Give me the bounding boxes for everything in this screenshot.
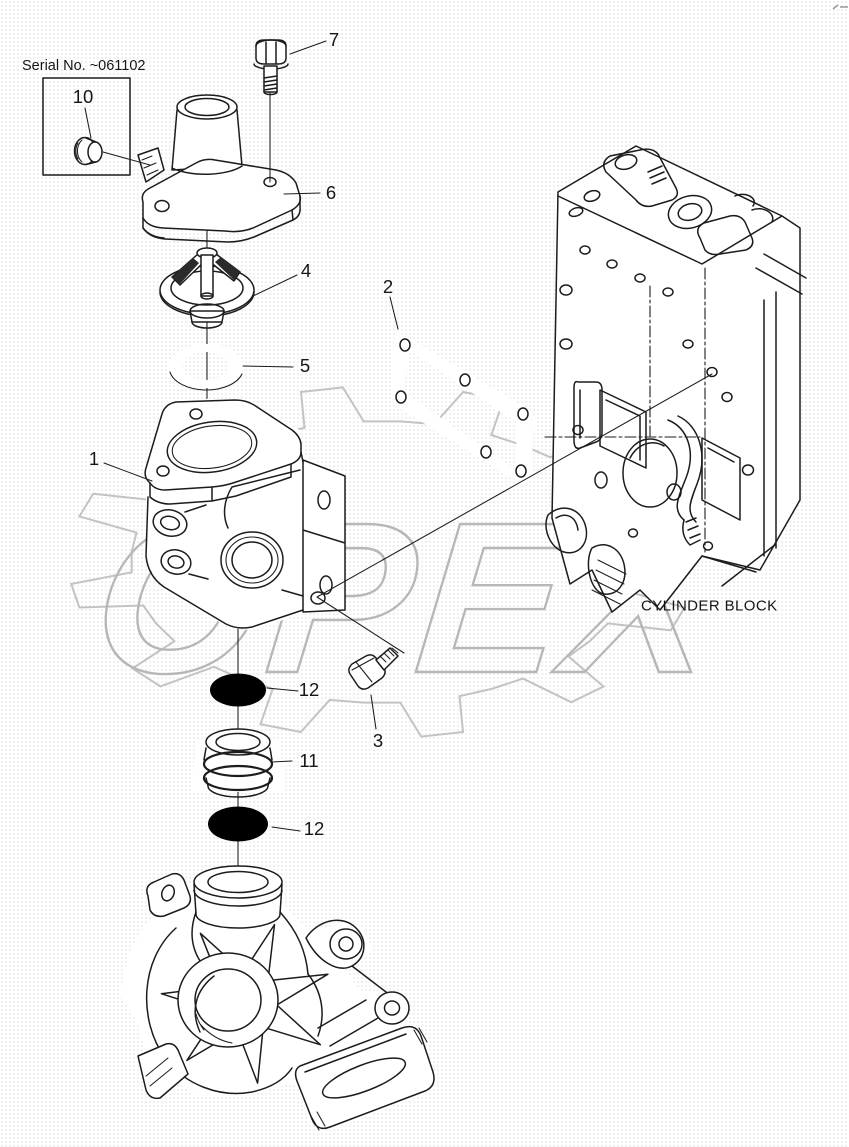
cylinder-block-label: CYLINDER BLOCK [641,597,778,615]
seal-ring-drawing [169,344,243,391]
callout-12-bottom: 12 [303,818,325,839]
callout-12-top: 12 [298,679,320,700]
callout-6: 6 [325,182,337,203]
callout-1: 1 [88,448,100,469]
gasket-drawing [391,332,536,486]
plug-drawing [73,136,103,166]
thermostat-drawing [159,247,255,329]
callout-3: 3 [372,730,384,751]
callout-11: 11 [299,750,319,771]
watermark-gear [69,386,695,738]
o-ring-top-drawing [210,673,266,707]
water-pump-drawing [120,865,435,1131]
bolt-7-drawing [253,39,289,96]
cylinder-block-drawing [544,145,807,613]
o-ring-bottom-drawing [208,806,268,842]
callout-7: 7 [328,29,340,50]
corner-artifact [832,4,848,10]
housing-drawing [144,398,346,630]
callout-4: 4 [300,260,312,281]
callout-5: 5 [299,355,311,376]
serial-range-box [42,77,131,176]
leader-lines [84,40,713,832]
serial-range-label: Serial No. ~061102 [22,58,146,74]
callout-2: 2 [382,276,394,297]
bolt-3-drawing [348,647,399,690]
thermostat-cover-drawing [137,94,302,485]
callout-10: 10 [72,86,94,107]
sleeve-drawing [192,728,284,798]
